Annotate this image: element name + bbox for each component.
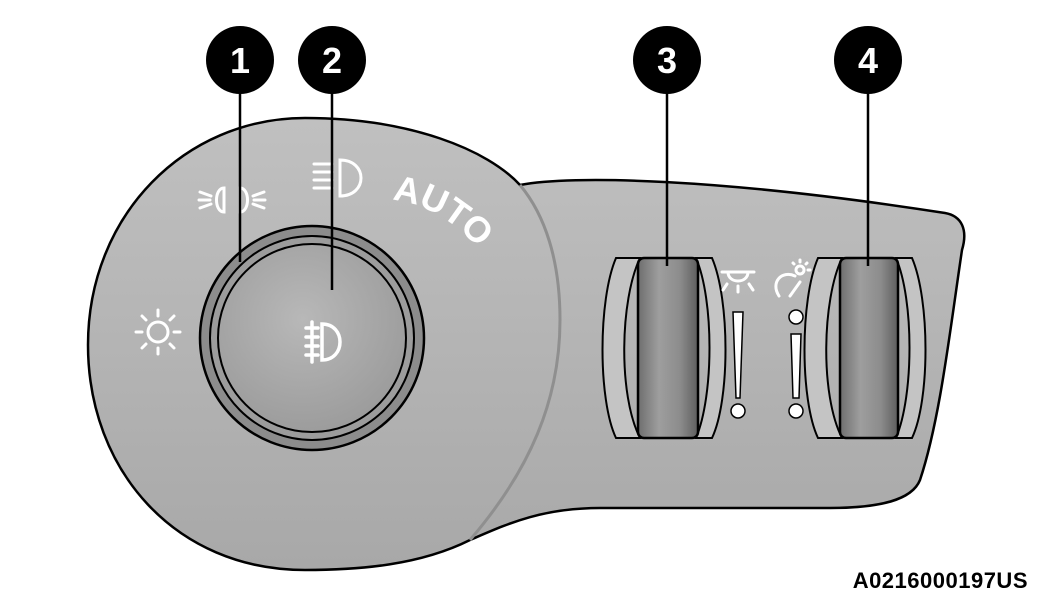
callout-2: 2 [298, 26, 366, 94]
callout-2-number: 2 [322, 40, 342, 81]
callout-3-number: 3 [657, 40, 677, 81]
callout-3: 3 [633, 26, 701, 94]
figure-id: A0216000197US [852, 568, 1028, 593]
dashboard-dimmer-scale [788, 309, 804, 419]
dashboard-dimmer-icon [774, 258, 812, 298]
callout-4-number: 4 [858, 40, 878, 81]
callout-1-number: 1 [230, 40, 250, 81]
dashboard-dimmer-thumbwheel[interactable] [803, 256, 927, 440]
callout-4: 4 [834, 26, 902, 94]
callout-1: 1 [206, 26, 274, 94]
interior-lamp-scale [730, 311, 746, 419]
parking-lights-icon [134, 308, 182, 356]
front-fog-light-icon [304, 320, 342, 364]
callout-leader-lines [238, 92, 870, 290]
high-beam-icon [312, 158, 363, 198]
low-beam-icon [197, 186, 267, 214]
interior-lamp-icon [720, 270, 756, 294]
